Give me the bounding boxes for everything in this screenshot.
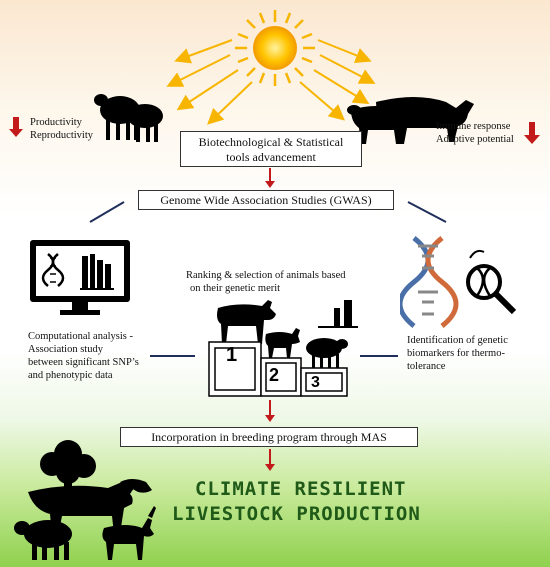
buffalo-icon bbox=[347, 97, 474, 144]
biotech-tools-box: Biotechnological & Statistical tools adv… bbox=[180, 131, 362, 167]
podium-third: 3 bbox=[311, 374, 320, 391]
identification-line2: biomarkers for thermo- bbox=[407, 348, 505, 359]
immune-response-text: Immune response bbox=[436, 121, 511, 132]
reproductivity-text: Reproductivity bbox=[30, 130, 93, 141]
computational-line4: and phenotypic data bbox=[28, 370, 113, 381]
sheep-icon bbox=[94, 94, 163, 142]
computer-icon bbox=[30, 240, 130, 315]
identification-text: Identification of genetic biomarkers for… bbox=[407, 334, 508, 373]
books-icon bbox=[80, 254, 114, 290]
computational-line1: Computational analysis - bbox=[28, 331, 133, 342]
computational-line3: between significant SNP’s bbox=[28, 357, 139, 368]
biotech-line1: Biotechnological & Statistical bbox=[198, 135, 344, 149]
gwas-box: Genome Wide Association Studies (GWAS) bbox=[138, 190, 394, 210]
decrease-arrow-icon bbox=[524, 122, 540, 144]
podium bbox=[208, 341, 348, 397]
adaptive-potential-text: Adaptive potential bbox=[436, 134, 514, 145]
identification-line1: Identification of genetic bbox=[407, 335, 508, 346]
ranking-text: Ranking & selection of animals based on … bbox=[186, 269, 346, 295]
bar-chart-icon bbox=[318, 300, 358, 328]
mas-text: Incorporation in breeding program throug… bbox=[151, 430, 387, 444]
decrease-arrow-icon bbox=[9, 117, 23, 137]
dna-icon bbox=[41, 253, 65, 287]
sun-icon bbox=[235, 10, 315, 86]
arrow-to-mas bbox=[265, 400, 275, 422]
podium-second: 2 bbox=[269, 365, 280, 385]
dna-icon bbox=[400, 236, 517, 328]
magnifier-icon bbox=[466, 249, 517, 315]
computational-text: Computational analysis - Association stu… bbox=[28, 330, 139, 382]
computational-line2: Association study bbox=[28, 344, 103, 355]
livestock-group-icon bbox=[14, 440, 156, 560]
ranking-line1: Ranking & selection of animals based bbox=[186, 270, 346, 281]
sheep-icon bbox=[14, 520, 72, 560]
sheep-icon bbox=[306, 338, 348, 368]
mas-box: Incorporation in breeding program throug… bbox=[120, 427, 418, 447]
podium-first: 1 bbox=[226, 344, 238, 366]
tree-icon bbox=[40, 440, 96, 506]
goat-icon bbox=[265, 328, 300, 358]
productivity-text: Productivity bbox=[30, 117, 82, 128]
gwas-text: Genome Wide Association Studies (GWAS) bbox=[160, 193, 372, 207]
cow-icon bbox=[217, 300, 276, 344]
label-productivity: Productivity Reproductivity bbox=[30, 116, 93, 142]
label-immune: Immune response Adaptive potential bbox=[436, 120, 514, 146]
goat-icon bbox=[102, 506, 156, 560]
final-title-line1: CLIMATE RESILIENT bbox=[195, 478, 407, 500]
final-title-line2: LIVESTOCK PRODUCTION bbox=[172, 503, 421, 525]
ranking-line2: on their genetic merit bbox=[190, 283, 281, 294]
arrow-to-final bbox=[265, 449, 275, 471]
arrow-to-gwas bbox=[265, 168, 275, 188]
biotech-line2: tools advancement bbox=[226, 150, 316, 164]
identification-line3: tolerance bbox=[407, 361, 446, 372]
sun-ray-arrows bbox=[166, 39, 376, 125]
